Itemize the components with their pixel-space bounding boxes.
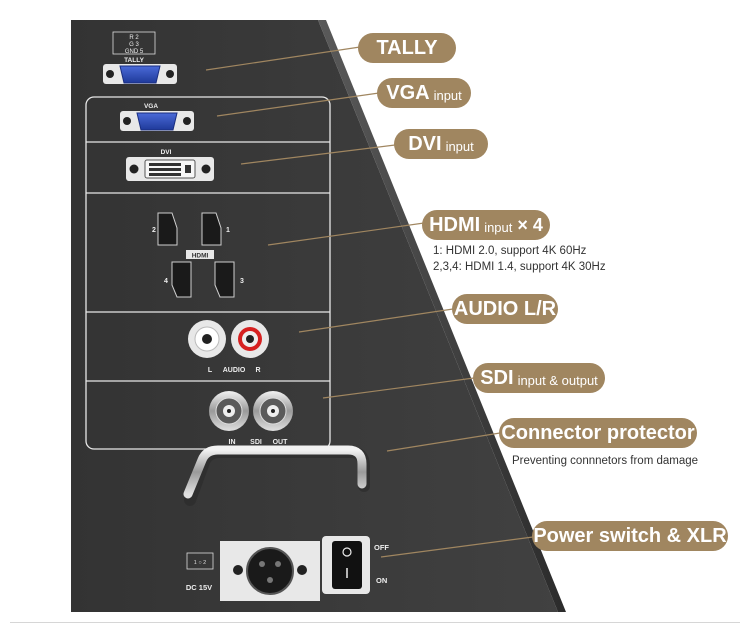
callout-vga: VGA input [377,78,471,108]
callout-audio: AUDIO L/R [452,294,558,324]
callout-power: Power switch & XLR [532,521,728,551]
switch-off-label: OFF [374,543,389,552]
dvi-label: DVI [161,149,172,156]
svg-text:1 ○ 2: 1 ○ 2 [194,560,207,566]
bottom-divider [10,622,740,623]
hdmi-label: HDMI [192,253,209,260]
hdmi-port-4-label: 4 [164,278,168,285]
sdi-in-label: IN [229,439,236,446]
hdmi-port-3-label: 3 [240,278,244,285]
callout-hdmi-sub: input [484,219,513,235]
connector-protector-handle [183,445,370,506]
power-switch: OFF ON [322,536,389,594]
callout-sdi-sub: input & output [517,372,598,388]
vga-port: VGA [120,103,194,131]
sdi-ports: IN SDI OUT [209,391,293,446]
callout-hdmi-mult: × 4 [517,214,543,235]
protector-note: Preventing connnetors from damage [512,455,699,467]
dc-label: DC 15V [186,583,212,592]
hdmi-ports: 2 1 HDMI 4 3 [152,212,244,298]
callout-protector: Connector protector [499,418,697,448]
dvi-port: DVI [126,149,214,181]
switch-on-label: ON [376,576,387,585]
callout-dvi: DVI input [394,129,488,159]
callout-dvi-sub: input [445,138,474,154]
hdmi-port-2-label: 2 [152,227,156,234]
callout-tally-title: TALLY [376,36,438,59]
audio-right-label: R [255,367,260,374]
sdi-out-label: OUT [273,439,289,446]
dc-xlr-connector: 1 ○ 2 DC 15V [186,541,320,601]
hdmi-note-2: 2,3,4: HDMI 1.4, support 4K 30Hz [433,261,606,273]
audio-ports: L AUDIO R [188,320,269,374]
tally-pin-gnd: GND 5 [125,49,144,55]
callout-dvi-title: DVI [408,132,442,155]
tally-pin-g: G 3 [129,42,139,48]
sdi-label: SDI [250,439,262,446]
hdmi-note-1: 1: HDMI 2.0, support 4K 60Hz [433,245,587,257]
callout-protector-title: Connector protector [501,421,695,444]
callout-hdmi-title: HDMI [429,213,481,236]
callout-vga-title: VGA [386,81,430,104]
callout-hdmi: HDMI input × 4 [422,210,550,240]
callout-sdi: SDI input & output [473,363,605,393]
tally-pin-r: R 2 [129,35,139,41]
callout-power-title: Power switch & XLR [533,524,727,547]
audio-label: AUDIO [223,367,246,374]
audio-left-label: L [208,367,213,374]
callout-audio-title: AUDIO L/R [453,297,557,320]
hdmi-notes: 1: HDMI 2.0, support 4K 60Hz 2,3,4: HDMI… [433,243,606,275]
hdmi-port-1-label: 1 [226,227,230,234]
tally-label: TALLY [124,57,145,64]
callout-vga-sub: input [433,87,462,103]
callout-tally: TALLY [358,33,456,63]
vga-label: VGA [144,103,158,110]
monitor-edge [318,20,566,612]
callout-sdi-title: SDI [480,366,514,389]
leader-lines [205,46,534,558]
tally-port: R 2 G 3 GND 5 TALLY [103,31,177,84]
